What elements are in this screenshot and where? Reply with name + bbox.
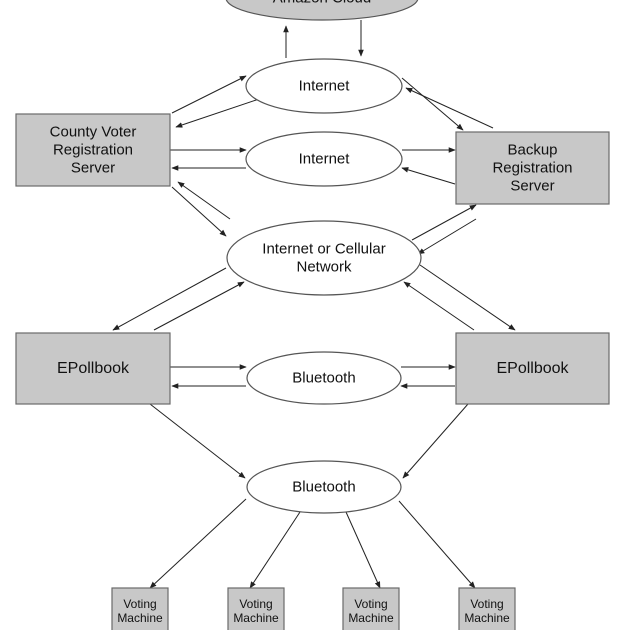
node-label: Machine bbox=[464, 611, 510, 625]
node-label: Machine bbox=[348, 611, 394, 625]
node-label: Voting bbox=[239, 597, 272, 611]
node-label: Voting bbox=[354, 597, 387, 611]
connection-arrow-12 bbox=[177, 181, 231, 220]
node-epollbook-left: EPollbook bbox=[15, 332, 171, 405]
connection-arrow-28 bbox=[398, 500, 476, 589]
diagram-nodes: Amazon CloudInternetInternetCounty Voter… bbox=[15, 0, 610, 630]
connection-arrow-26 bbox=[249, 511, 301, 589]
node-box bbox=[458, 587, 516, 630]
node-box bbox=[111, 587, 169, 630]
node-bluetooth-mid: Bluetooth bbox=[246, 351, 402, 405]
node-internet-top: Internet bbox=[245, 58, 403, 114]
node-amazon-cloud: Amazon Cloud bbox=[225, 0, 419, 21]
node-label: Internet bbox=[299, 78, 351, 95]
node-label: Internet bbox=[299, 151, 351, 168]
connection-arrow-4 bbox=[175, 97, 263, 128]
node-label: Voting bbox=[123, 597, 156, 611]
connection-arrows bbox=[112, 20, 516, 589]
node-label: Registration bbox=[53, 142, 133, 159]
node-box bbox=[342, 587, 400, 630]
node-box bbox=[15, 332, 171, 405]
connection-arrow-15 bbox=[112, 267, 227, 331]
connection-arrow-24 bbox=[402, 403, 469, 479]
connection-arrow-23 bbox=[149, 403, 246, 479]
connection-arrow-3 bbox=[171, 75, 247, 114]
connection-arrow-14 bbox=[417, 218, 477, 255]
connection-arrow-6 bbox=[405, 87, 494, 129]
node-internet-mid: Internet bbox=[245, 131, 403, 187]
node-ellipse bbox=[246, 351, 402, 405]
node-box bbox=[227, 587, 285, 630]
node-label: EPollbook bbox=[57, 360, 130, 377]
connection-arrow-5 bbox=[401, 77, 464, 131]
node-box bbox=[455, 131, 610, 205]
node-label: Amazon Cloud bbox=[273, 0, 371, 7]
node-box bbox=[15, 113, 171, 187]
node-label: Network bbox=[296, 259, 352, 276]
node-label: County Voter bbox=[50, 124, 137, 141]
connection-arrow-13 bbox=[411, 204, 477, 241]
node-epollbook-right: EPollbook bbox=[455, 332, 610, 405]
node-ellipse bbox=[245, 131, 403, 187]
connection-arrow-16 bbox=[153, 281, 245, 331]
node-label: Server bbox=[510, 178, 554, 195]
node-label: Backup bbox=[507, 142, 557, 159]
connection-arrow-11 bbox=[171, 186, 227, 237]
node-label: Registration bbox=[492, 160, 572, 177]
node-label: Machine bbox=[233, 611, 279, 625]
node-label: Bluetooth bbox=[292, 479, 355, 496]
node-label: Machine bbox=[117, 611, 163, 625]
node-ellipse bbox=[225, 0, 419, 21]
connection-arrow-18 bbox=[403, 281, 475, 331]
node-label: Internet or Cellular bbox=[262, 241, 385, 258]
connection-arrow-25 bbox=[149, 498, 247, 589]
node-label: Server bbox=[71, 160, 115, 177]
connection-arrow-10 bbox=[401, 167, 456, 185]
node-label: Voting bbox=[470, 597, 503, 611]
node-ellipse bbox=[226, 220, 422, 296]
node-label: Bluetooth bbox=[292, 370, 355, 387]
node-label: EPollbook bbox=[496, 360, 569, 377]
connection-arrow-27 bbox=[345, 511, 381, 589]
node-ellipse bbox=[246, 460, 402, 514]
node-ellipse bbox=[245, 58, 403, 114]
node-box bbox=[455, 332, 610, 405]
node-bluetooth-low: Bluetooth bbox=[246, 460, 402, 514]
connection-arrow-17 bbox=[419, 264, 516, 331]
